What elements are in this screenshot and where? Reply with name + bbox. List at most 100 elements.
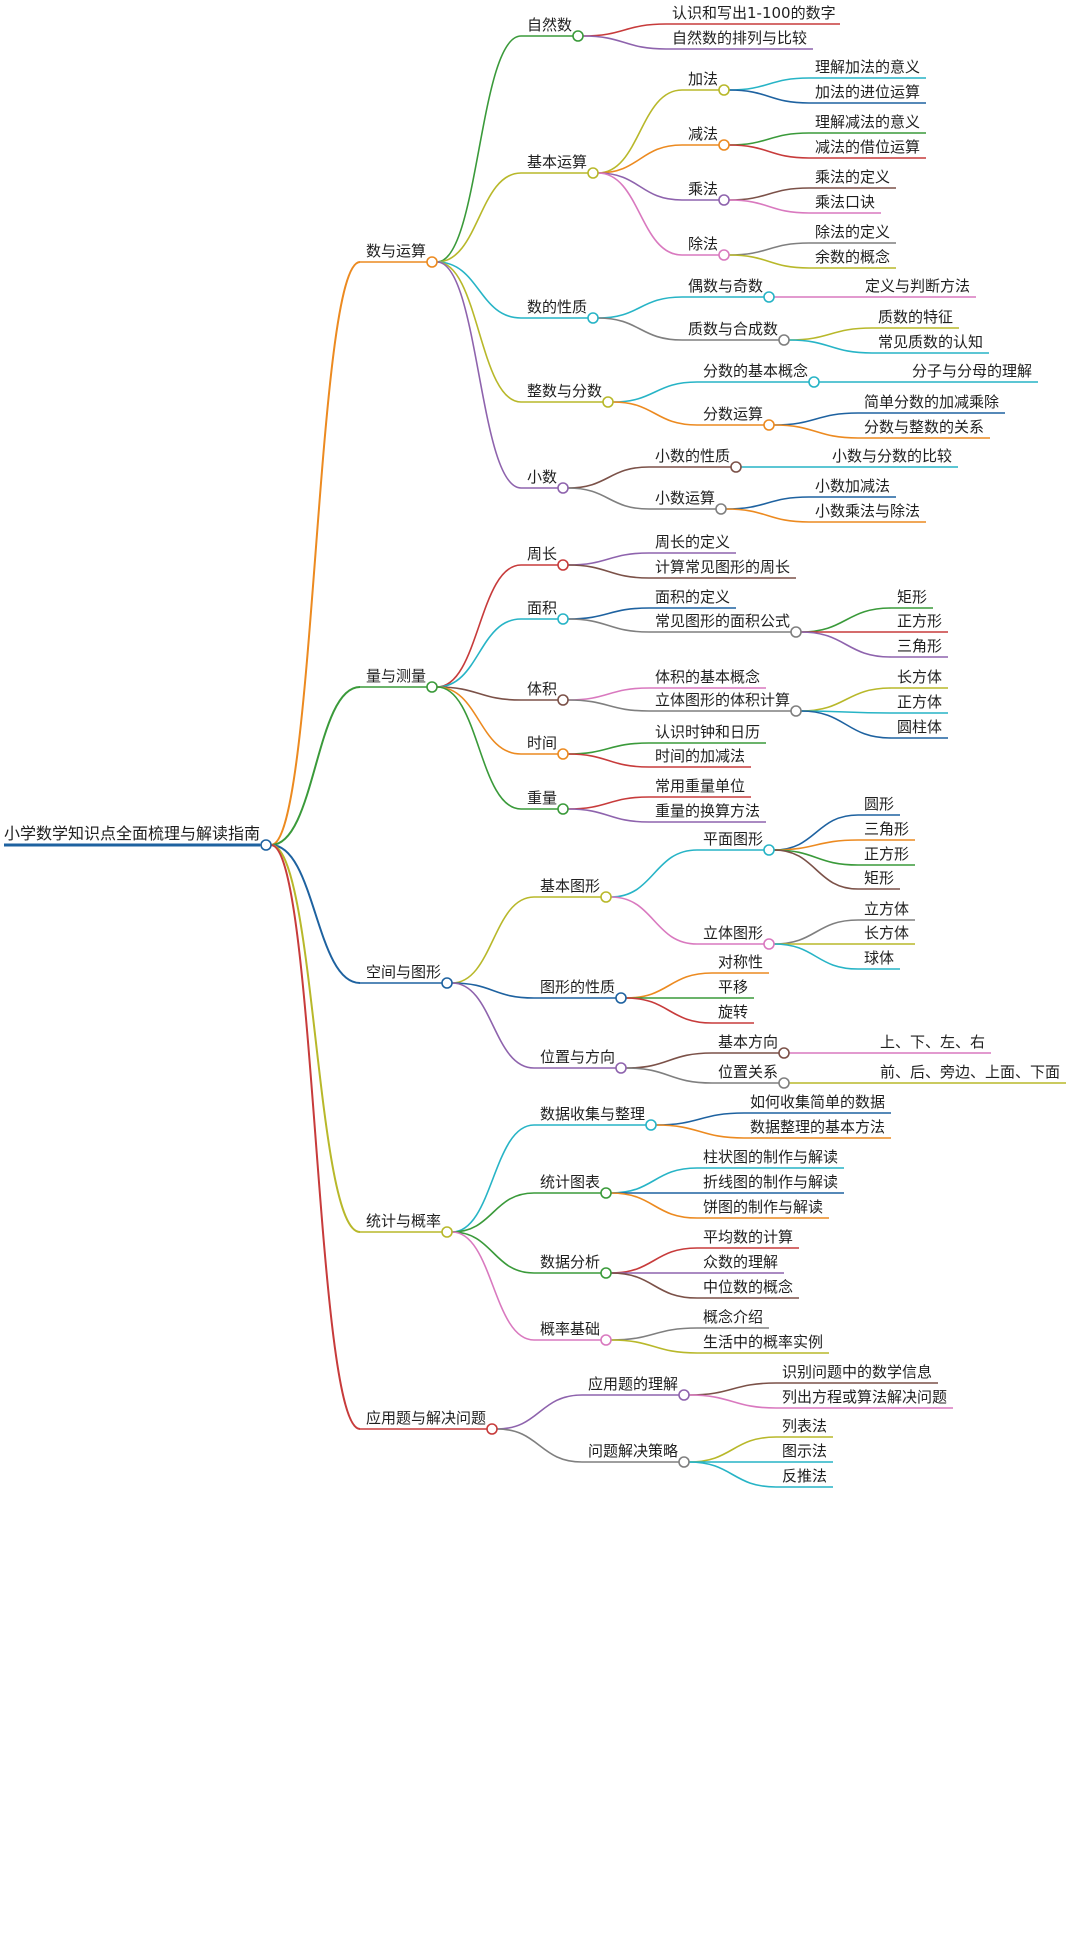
node-label-d1: 量与测量 xyxy=(366,667,426,685)
edge-0-3-0 xyxy=(451,1124,535,1233)
edge-0-4-1-2 xyxy=(688,1461,777,1488)
leaf-label: 列表法 xyxy=(782,1417,827,1435)
leaf-label: 正方体 xyxy=(897,693,942,711)
leaf-label: 正方形 xyxy=(897,612,942,630)
edge-0-3-0-1 xyxy=(655,1124,745,1139)
edge-0-1-2 xyxy=(436,686,522,701)
leaf-label: 众数的理解 xyxy=(703,1253,778,1271)
node-dot-0-1-1 xyxy=(557,613,569,625)
node-dot-0-0-1-0 xyxy=(718,84,730,96)
leaf-label: 对称性 xyxy=(718,953,763,971)
node-dot-0-0-2-1 xyxy=(778,334,790,346)
edge-0-0-1-1-1 xyxy=(728,144,810,159)
edge-0-0-3 xyxy=(436,261,522,403)
node-label-d3: 乘法 xyxy=(688,180,718,198)
node-label-d3: 小数的性质 xyxy=(655,447,730,465)
node-label-d2: 基本运算 xyxy=(527,153,587,171)
node-dot-0-0-1-3 xyxy=(718,249,730,261)
edge-0-4-1 xyxy=(496,1428,583,1463)
edge-0-0-1-1-0 xyxy=(728,132,810,146)
edge-0-1-2-1-0 xyxy=(800,687,892,712)
node-label-d0: 小学数学知识点全面梳理与解读指南 xyxy=(4,824,260,843)
edge-0-3-3-1 xyxy=(610,1339,698,1354)
node-label-d3: 质数与合成数 xyxy=(688,320,778,338)
mindmap-nodes: 小学数学知识点全面梳理与解读指南数与运算自然数认识和写出1-100的数字自然数的… xyxy=(4,4,1060,1485)
edge-0-2-0-0-2 xyxy=(773,849,859,866)
node-label-d2: 小数 xyxy=(527,468,557,486)
node-label-d2: 体积 xyxy=(527,680,557,698)
leaf-label: 折线图的制作与解读 xyxy=(703,1173,838,1191)
edge-0-0-1-2-0 xyxy=(728,187,810,201)
leaf-label: 圆形 xyxy=(864,795,894,813)
edge-0-4-0 xyxy=(496,1394,583,1430)
leaf-label: 数据整理的基本方法 xyxy=(750,1118,885,1136)
leaf-label: 三角形 xyxy=(897,637,942,655)
node-label-d2: 自然数 xyxy=(527,16,572,34)
leaf-label: 图示法 xyxy=(782,1442,827,1460)
node-label-d1: 数与运算 xyxy=(366,242,426,260)
leaf-label: 认识时钟和日历 xyxy=(655,723,760,741)
edge-0-0-4-1 xyxy=(567,487,650,510)
edge-0-4 xyxy=(270,844,361,1430)
leaf-label: 重量的换算方法 xyxy=(655,802,760,820)
node-label-d2: 统计图表 xyxy=(540,1173,600,1191)
leaf-label: 计算常见图形的周长 xyxy=(655,558,790,576)
node-dot-0-0-3 xyxy=(602,396,614,408)
edge-0-0-2-1-0 xyxy=(788,327,873,341)
node-dot-0-3-0 xyxy=(645,1119,657,1131)
node-label-d2: 数的性质 xyxy=(527,298,587,316)
edge-0-1-2-1-2 xyxy=(800,710,892,739)
leaf-label: 加法的进位运算 xyxy=(815,83,920,101)
edge-0-3-2-0 xyxy=(610,1247,698,1274)
node-dot-0-2-1 xyxy=(615,992,627,1004)
edge-0-0-2-1 xyxy=(597,317,683,341)
edge-0-0-1-3-0 xyxy=(728,242,810,256)
edge-0-0-3-1-0 xyxy=(773,412,859,426)
edge-0-0-3-0 xyxy=(612,381,698,403)
edge-0-1-0-1 xyxy=(567,564,650,579)
leaf-label: 立方体 xyxy=(864,900,909,918)
leaf-label: 余数的概念 xyxy=(815,248,890,266)
edge-0-3-3 xyxy=(451,1231,535,1341)
edge-0-0 xyxy=(270,261,361,846)
node-dot-0-2-2 xyxy=(615,1062,627,1074)
edge-0-1-0 xyxy=(436,564,522,688)
edge-0-3-1-0 xyxy=(610,1167,698,1194)
node-dot-0-4-0 xyxy=(678,1389,690,1401)
edge-0-0-4-1-0 xyxy=(725,496,810,510)
edge-0-0-2-1-1 xyxy=(788,339,873,354)
node-dot-0-0-1 xyxy=(587,167,599,179)
edge-0-0-0 xyxy=(436,35,522,263)
edge-0-0-1-3 xyxy=(597,172,683,256)
edge-0-1-4-1 xyxy=(567,808,650,823)
node-dot-0 xyxy=(260,839,272,851)
node-label-d3: 减法 xyxy=(688,125,718,143)
edge-0-1-4 xyxy=(436,686,522,810)
node-label-d2: 整数与分数 xyxy=(527,382,602,400)
node-dot-0-1-2-1 xyxy=(790,705,802,717)
edge-0-2-0-0 xyxy=(610,849,698,898)
leaf-label: 常用重量单位 xyxy=(655,777,745,795)
node-label-d3: 常见图形的面积公式 xyxy=(655,612,790,630)
leaf-label: 饼图的制作与解读 xyxy=(703,1198,823,1216)
leaf-label: 长方体 xyxy=(897,668,942,686)
leaf-label: 列出方程或算法解决问题 xyxy=(782,1388,947,1406)
node-dot-0-4 xyxy=(486,1423,498,1435)
node-label-d2: 概率基础 xyxy=(540,1320,600,1338)
leaf-label: 乘法口诀 xyxy=(815,193,875,211)
node-dot-0-1-4 xyxy=(557,803,569,815)
leaf-label: 分子与分母的理解 xyxy=(912,362,1032,380)
leaf-label: 正方形 xyxy=(864,845,909,863)
edge-0-0-1-2-1 xyxy=(728,199,810,214)
node-dot-0-3 xyxy=(441,1226,453,1238)
edge-0-1-3-1 xyxy=(567,753,650,768)
node-dot-0-0-4-1 xyxy=(715,503,727,515)
node-dot-0-2 xyxy=(441,977,453,989)
node-label-d3: 基本方向 xyxy=(718,1033,778,1051)
node-dot-0-0-0 xyxy=(572,30,584,42)
edge-0-4-1-0 xyxy=(688,1436,777,1463)
leaf-label: 时间的加减法 xyxy=(655,747,745,765)
node-dot-0-0 xyxy=(426,256,438,268)
edge-0-0-1-0-1 xyxy=(728,89,810,104)
